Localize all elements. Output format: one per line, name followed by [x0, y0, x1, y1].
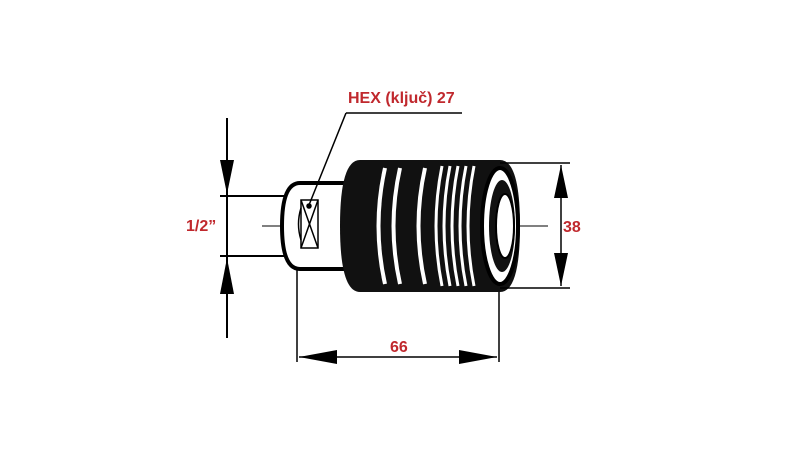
hex-leader	[306, 112, 462, 209]
hex-label: HEX (ključ) 27	[348, 90, 455, 107]
length-dimension	[296, 270, 500, 364]
hex-neck	[279, 181, 352, 271]
diameter-dimension	[500, 162, 570, 289]
thread-dimension	[220, 118, 300, 338]
coupling-body	[340, 160, 520, 292]
length-label: 66	[390, 339, 408, 356]
hex-key-icon	[297, 199, 319, 249]
diameter-label: 38	[563, 219, 581, 236]
thread-size-label: 1/2”	[186, 218, 217, 235]
